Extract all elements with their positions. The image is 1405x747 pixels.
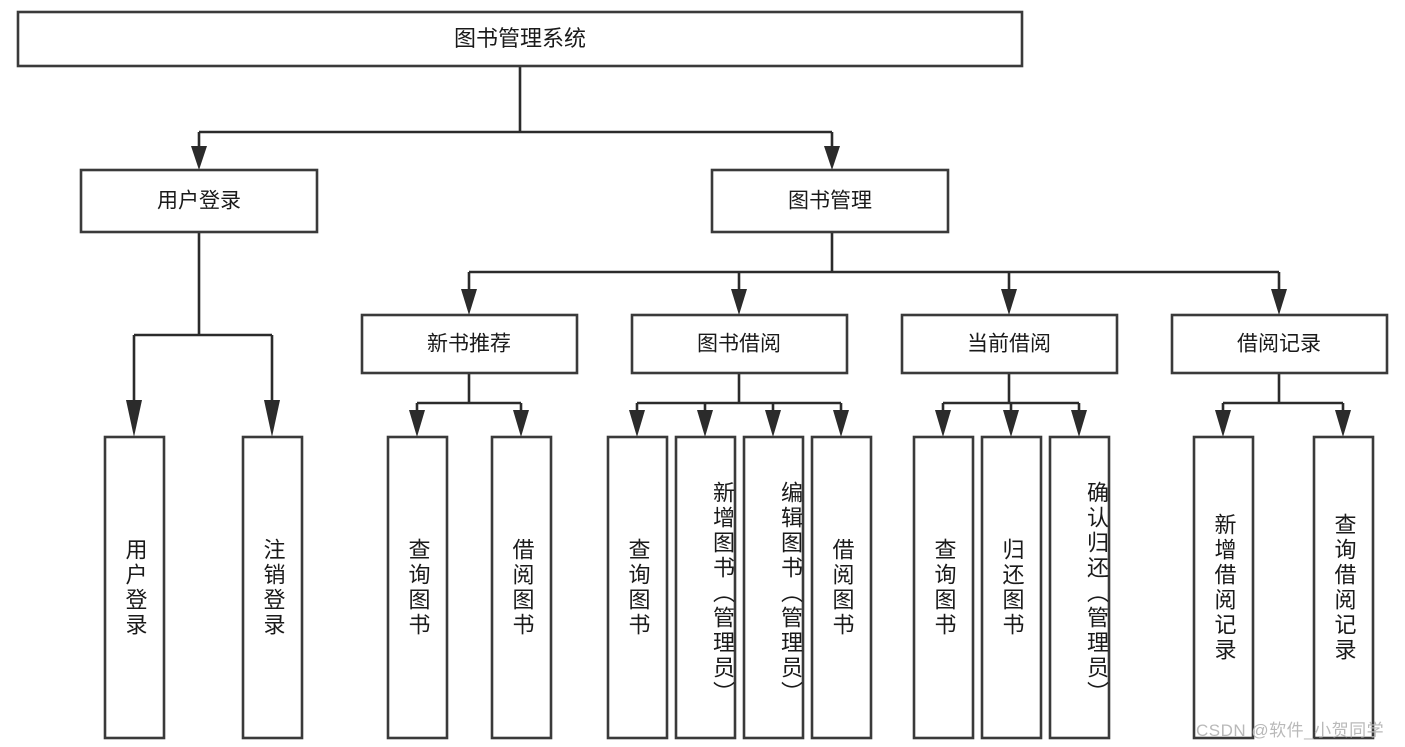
node-borrow-record-label: 借阅记录 bbox=[1237, 333, 1321, 356]
node-book-borrow-box[interactable] bbox=[630, 313, 849, 375]
leaf-box-user-logout[interactable] bbox=[241, 435, 304, 740]
arrow-head-leaf-query-book-2 bbox=[629, 410, 645, 437]
arrow-head-leaf-return-book bbox=[1003, 410, 1019, 437]
node-book-manage-box[interactable] bbox=[710, 168, 950, 234]
node-layer: 图书管理系统 用户登录 图书管理 新书推荐 图书借阅 当前借阅 借阅记录 bbox=[16, 10, 1389, 740]
node-user-login-box[interactable] bbox=[79, 168, 319, 234]
arrow-head-leaf-query-book-1 bbox=[409, 410, 425, 437]
arrow-head-leaf-query-record bbox=[1335, 410, 1351, 437]
node-new-book-recommend-label: 新书推荐 bbox=[427, 333, 511, 356]
leaf-box-query-book-2[interactable] bbox=[606, 435, 669, 740]
arrow-head-leaf-user-login bbox=[126, 400, 142, 437]
connector-layer bbox=[126, 66, 1351, 437]
arrow-head-leaf-add-record bbox=[1215, 410, 1231, 437]
node-user-login-label: 用户登录 bbox=[157, 190, 241, 213]
arrow-head-leaf-borrow-book-2 bbox=[833, 410, 849, 437]
arrow-head-leaf-borrow-book-1 bbox=[513, 410, 529, 437]
node-root-label: 图书管理系统 bbox=[454, 26, 586, 51]
leaf-box-user-login[interactable] bbox=[103, 435, 166, 740]
arrow-head-leaf-user-logout bbox=[264, 400, 280, 437]
leaf-box-borrow-book-2[interactable] bbox=[810, 435, 873, 740]
leaf-box-confirm-return[interactable] bbox=[1048, 435, 1111, 740]
arrow-head-leaf-query-book-3 bbox=[935, 410, 951, 437]
leaf-box-return-book[interactable] bbox=[980, 435, 1043, 740]
arrow-head-book-manage bbox=[824, 146, 840, 170]
leaf-box-borrow-book-1[interactable] bbox=[490, 435, 553, 740]
arrow-head-leaf-edit-book bbox=[765, 410, 781, 437]
leaf-box-add-record[interactable] bbox=[1192, 435, 1255, 740]
leaf-box-query-record[interactable] bbox=[1312, 435, 1375, 740]
leaf-box-query-book-3[interactable] bbox=[912, 435, 975, 740]
arrow-head-user-login bbox=[191, 146, 207, 170]
node-borrow-record-box[interactable] bbox=[1170, 313, 1389, 375]
node-current-borrow-box[interactable] bbox=[900, 313, 1119, 375]
csdn-watermark: CSDN @软件_小贺同学 bbox=[1196, 721, 1385, 740]
node-new-book-recommend-box[interactable] bbox=[360, 313, 579, 375]
leaf-box-add-book[interactable] bbox=[674, 435, 737, 740]
node-root-box[interactable] bbox=[16, 10, 1024, 68]
arrow-head-book-borrow bbox=[731, 289, 747, 315]
arrow-head-leaf-add-book bbox=[697, 410, 713, 437]
arrow-head-leaf-confirm-return bbox=[1071, 410, 1087, 437]
leaf-box-edit-book[interactable] bbox=[742, 435, 805, 740]
arrow-head-current-borrow bbox=[1001, 289, 1017, 315]
arrow-head-borrow-record bbox=[1271, 289, 1287, 315]
node-current-borrow-label: 当前借阅 bbox=[967, 333, 1051, 356]
node-book-manage-label: 图书管理 bbox=[788, 190, 872, 213]
leaf-box-query-book-1[interactable] bbox=[386, 435, 449, 740]
arrow-head-new-book-recommend bbox=[461, 289, 477, 315]
node-book-borrow-label: 图书借阅 bbox=[697, 333, 781, 356]
